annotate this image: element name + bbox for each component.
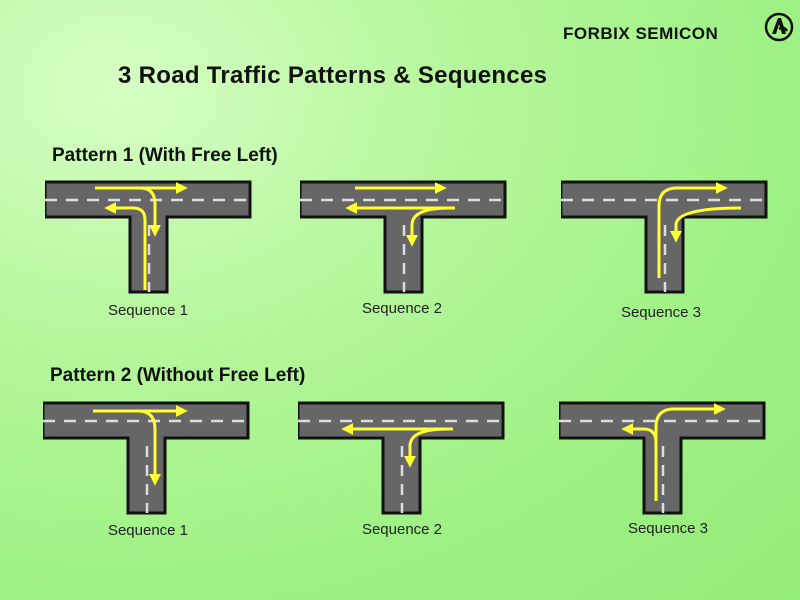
right-turn-up-arrow <box>657 182 728 278</box>
p1-seq2-junction-diagram <box>300 180 507 294</box>
right-turn-arrow <box>137 409 161 486</box>
turn-down-arrow <box>670 206 742 243</box>
p1-seq3-junction-diagram <box>561 180 768 294</box>
pattern-1-heading: Pattern 1 (With Free Left) <box>52 145 278 166</box>
p1-seq1-junction-diagram <box>45 180 252 294</box>
p2-seq2-junction-diagram <box>298 401 505 515</box>
forbix-logo-icon <box>764 12 794 42</box>
p2-seq3-label: Sequence 3 <box>627 520 709 537</box>
p2-seq1-junction-diagram <box>43 401 250 515</box>
p1-seq2-label: Sequence 2 <box>361 300 443 317</box>
turn-down-arrow <box>404 427 449 468</box>
right-turn-arrow <box>139 186 161 237</box>
brand-name: FORBIX SEMICON <box>563 24 719 43</box>
turn-down-arrow <box>406 206 451 247</box>
p2-seq2-label: Sequence 2 <box>361 521 443 538</box>
pattern-2-heading: Pattern 2 (Without Free Left) <box>50 365 306 386</box>
p1-seq1-label: Sequence 1 <box>107 302 189 319</box>
right-turn-up-arrow <box>654 403 726 501</box>
p1-seq3-label: Sequence 3 <box>620 304 702 321</box>
free-left-arrow <box>104 202 147 290</box>
p2-seq1-label: Sequence 1 <box>107 522 189 539</box>
slide-title: 3 Road Traffic Patterns & Sequences <box>118 62 548 89</box>
p2-seq3-junction-diagram <box>559 401 766 515</box>
left-turn-up-arrow <box>621 423 658 461</box>
